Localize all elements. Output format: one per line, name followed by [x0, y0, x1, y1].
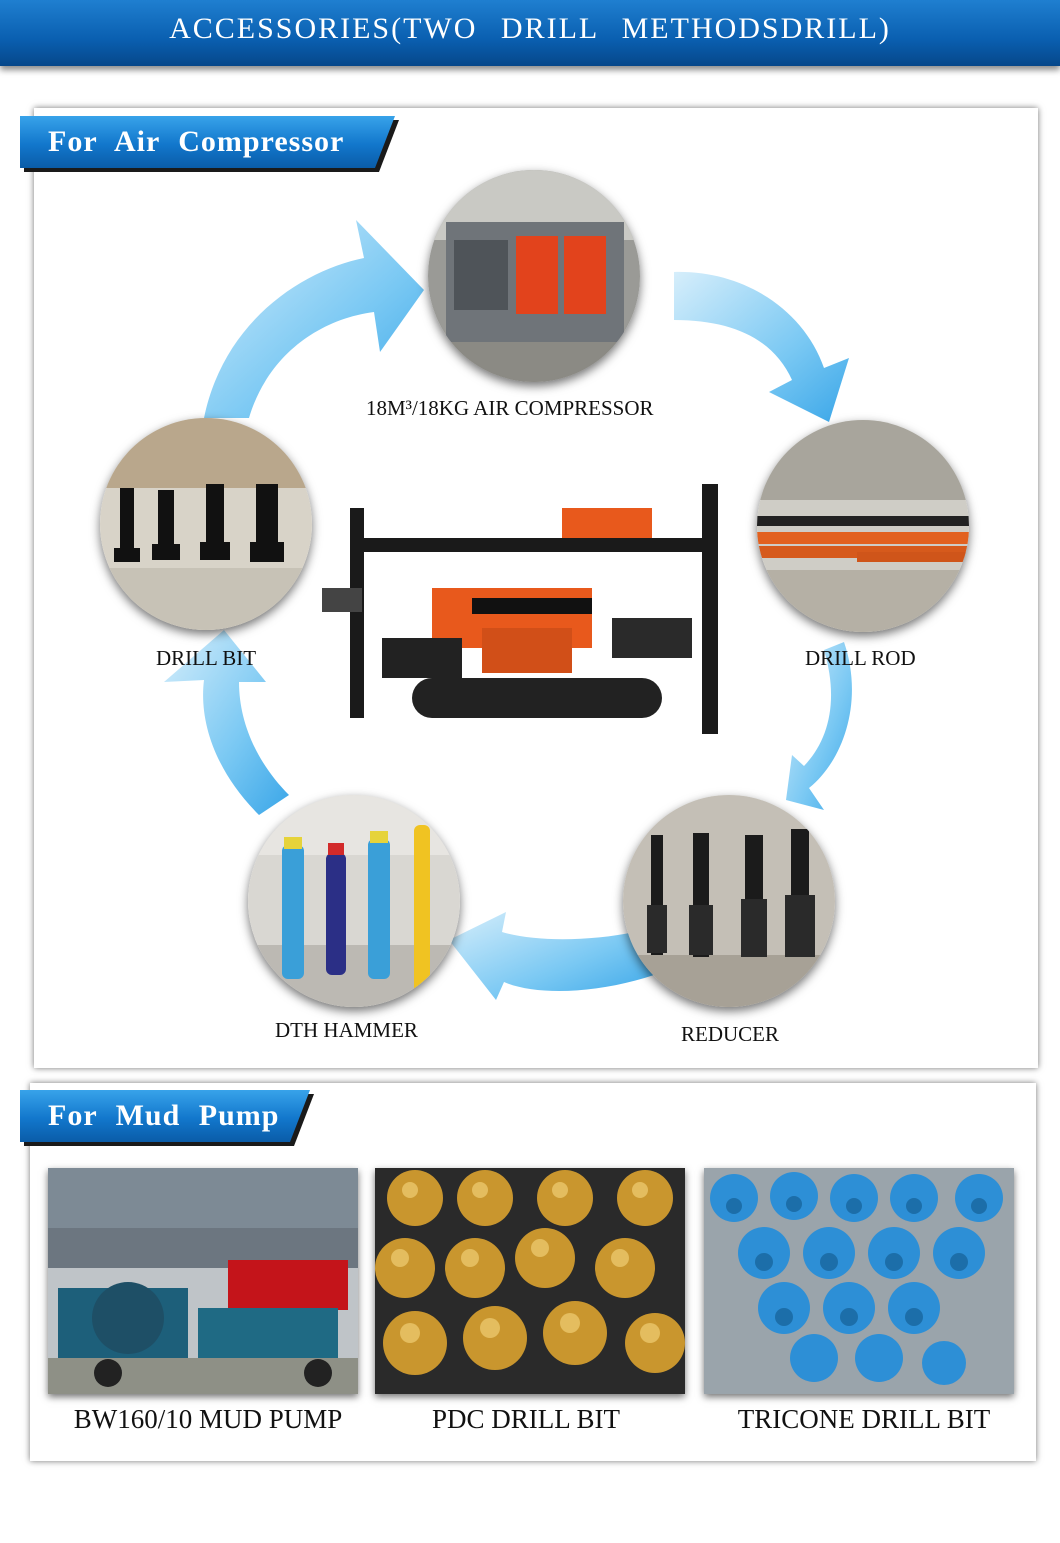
arrow-hammer-to-bit — [164, 630, 289, 815]
reducer-image — [623, 795, 835, 1007]
reducer-label: REDUCER — [681, 1022, 780, 1046]
header-banner: ACCESSORIES(TWO DRILL METHODSDRILL) — [0, 0, 1060, 66]
pdc-drill-bit-label: PDC DRILL BIT — [432, 1404, 620, 1434]
drill-rod-image — [757, 420, 969, 632]
air-compressor-image — [428, 170, 640, 382]
arrow-bit-to-compressor — [204, 220, 424, 418]
tricone-drill-bit-image — [704, 1168, 1014, 1394]
mud-pump-label: BW160/10 MUD PUMP — [73, 1404, 343, 1434]
drill-bit-label: DRILL BIT — [156, 646, 257, 670]
arrow-reducer-to-hammer — [449, 912, 654, 1000]
drill-rod-label: DRILL ROD — [805, 646, 916, 670]
tricone-drill-bit-label: TRICONE DRILL BIT — [737, 1404, 991, 1434]
arrow-rod-to-reducer — [786, 642, 852, 810]
mud-section-title: For Mud Pump — [20, 1090, 310, 1142]
air-section-title: For Air Compressor — [20, 116, 395, 168]
pdc-drill-bit-image — [375, 1168, 685, 1394]
cycle-arrows — [164, 220, 852, 1000]
mud-pump-image — [48, 1168, 358, 1394]
drilling-rig-image — [322, 484, 718, 734]
page-title: ACCESSORIES(TWO DRILL METHODSDRILL) — [169, 12, 891, 45]
drill-bit-image — [100, 418, 312, 630]
dth-hammer-image — [248, 795, 460, 1007]
air-compressor-label: 18M³/18KG AIR COMPRESSOR — [366, 396, 654, 420]
dth-hammer-label: DTH HAMMER — [275, 1018, 418, 1042]
arrow-compressor-to-rod — [674, 271, 849, 422]
